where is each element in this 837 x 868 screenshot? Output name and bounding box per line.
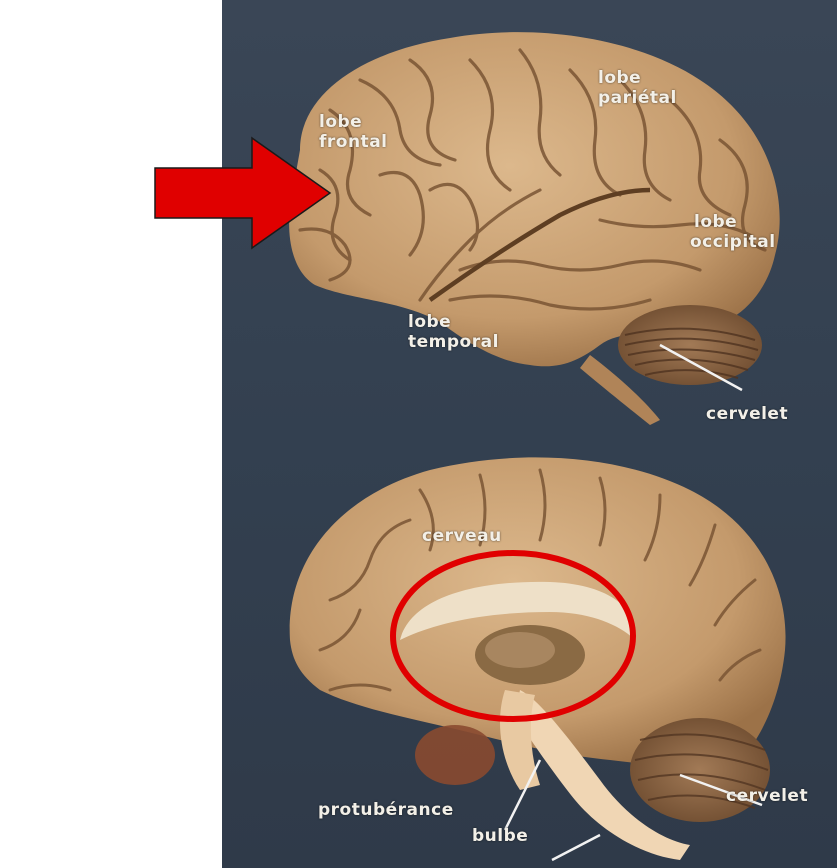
- label-protuberance: protubérance: [318, 800, 454, 820]
- label-bulbe: bulbe: [472, 826, 528, 846]
- label-cerveau: cerveau: [422, 526, 502, 546]
- label-cervelet-bottom: cervelet: [726, 786, 808, 806]
- temporal-pole: [415, 725, 495, 785]
- label-cervelet-top: cervelet: [706, 404, 788, 424]
